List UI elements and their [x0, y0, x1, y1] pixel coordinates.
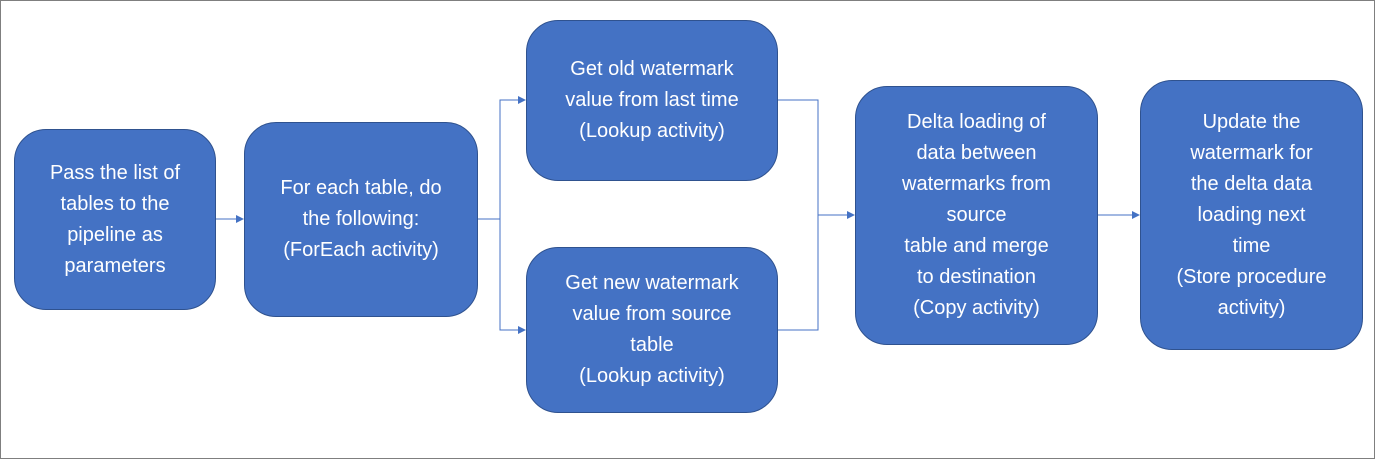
node-delta-loading: Delta loading of data between watermarks… — [855, 86, 1098, 345]
connector-new-watermark-to-delta-loading — [778, 215, 819, 331]
node-update-watermark: Update the watermark for the delta data … — [1140, 80, 1363, 350]
node-old-watermark: Get old watermark value from last time (… — [526, 20, 778, 181]
node-pass-list: Pass the list of tables to the pipeline … — [14, 129, 216, 310]
node-for-each: For each table, do the following: (ForEa… — [244, 122, 478, 317]
node-new-watermark: Get new watermark value from source tabl… — [526, 247, 778, 413]
connector-old-watermark-to-delta-loading — [778, 99, 819, 215]
connector-for-each-to-new-watermark — [499, 219, 526, 334]
connector-for-each-to-old-watermark — [478, 96, 526, 220]
